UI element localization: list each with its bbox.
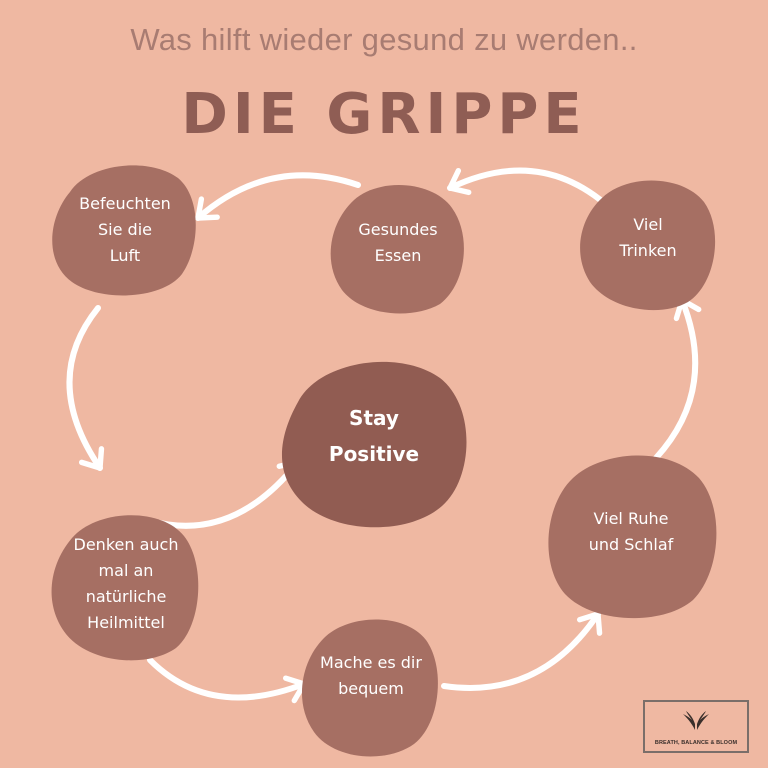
step-label-viel-ruhe: Viel Ruhe und Schlaf (588, 509, 674, 554)
brand-text: BREATH, BALANCE & BLOOM (654, 740, 738, 746)
blob-denken (51, 515, 199, 661)
arrow-ruhe-to-trinken (653, 297, 702, 461)
arrow-befeuchten-to-denken (66, 305, 105, 471)
brand-logo: BREATH, BALANCE & BLOOM (643, 700, 749, 753)
arrow-bequem-to-ruhe (441, 611, 603, 691)
arrow-group (66, 167, 702, 704)
step-label-befeuchten: Befeuchten Sie die Luft (79, 194, 171, 265)
arrow-essen-to-befeuchten (195, 172, 361, 221)
blob-gesundes-essen (330, 185, 464, 314)
center-label: Stay Positive (328, 406, 420, 466)
wings-icon (683, 711, 709, 730)
subtitle: Was hilft wieder gesund zu werden.. (130, 22, 638, 57)
blob-mache-bequem (301, 619, 438, 757)
arrow-trinken-to-essen (447, 167, 613, 211)
arrow-denken-to-bequem (147, 657, 307, 704)
blob-viel-trinken (580, 180, 716, 311)
step-label-gesundes-essen: Gesundes Essen (358, 220, 438, 265)
blob-viel-ruhe (548, 455, 717, 619)
blob-stay-positive (281, 361, 467, 528)
step-label-viel-trinken: Viel Trinken (619, 215, 677, 260)
page-title: DIE GRIPPE (181, 82, 587, 147)
step-label-mache-bequem: Mache es dir bequem (320, 653, 422, 698)
blob-befeuchten (52, 165, 196, 296)
step-label-denken: Denken auch mal an natürliche Heilmittel (73, 535, 179, 632)
